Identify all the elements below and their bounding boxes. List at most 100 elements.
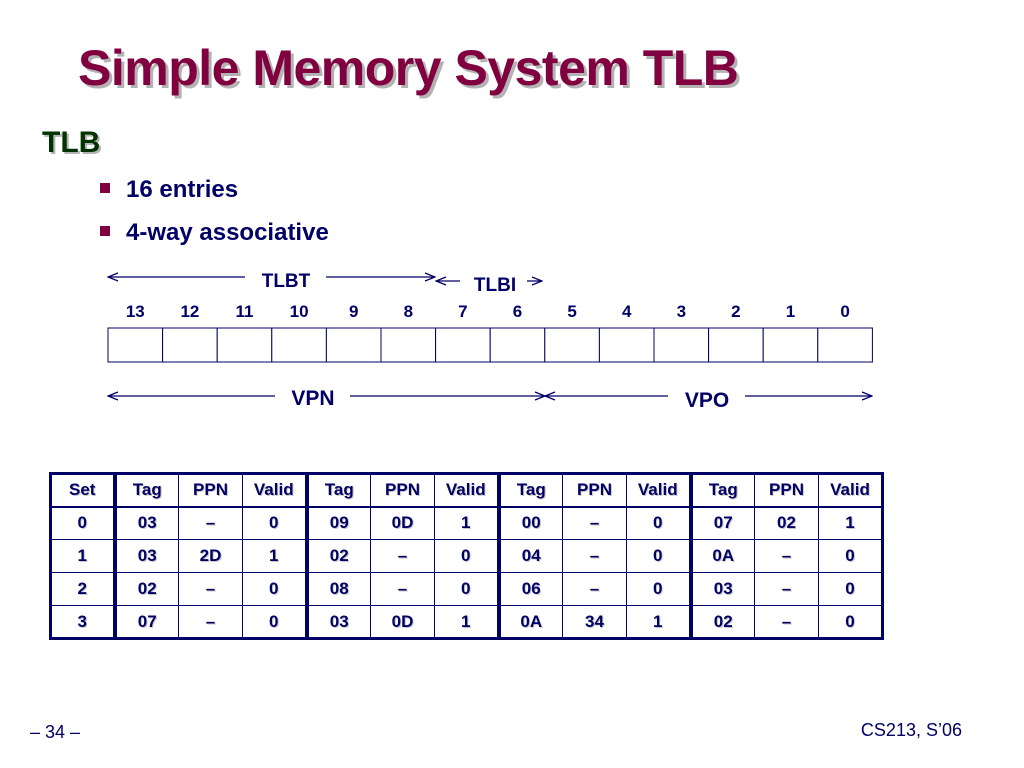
table-cell: 08	[304, 572, 371, 606]
course-label: CS213, S’06	[860, 720, 962, 740]
table-cell: –	[178, 506, 243, 540]
vpn-label: VPN	[291, 387, 334, 410]
bit-cell	[216, 327, 273, 363]
table-cell: 02	[688, 605, 755, 639]
table-header-tag: Tag	[496, 473, 563, 508]
table-cell: 1	[50, 539, 115, 573]
bit-number: 11	[236, 302, 254, 321]
table-cell: –	[754, 572, 819, 606]
table-header-valid: Valid	[242, 473, 307, 508]
bit-cell	[489, 327, 546, 363]
table-cell: 02	[754, 506, 819, 540]
table-cell: 0	[242, 572, 307, 606]
bullet-item: 16 entries	[100, 174, 329, 217]
bit-number: 10	[290, 302, 309, 321]
tlbi-label: TLBI	[474, 275, 516, 296]
bit-number: 13	[126, 302, 145, 321]
table-cell: 0A	[496, 605, 563, 639]
bullet-square-icon	[100, 226, 110, 236]
table-cell: 1	[242, 539, 307, 573]
tlbt-label: TLBT	[262, 271, 311, 292]
table-header-tag: Tag	[688, 473, 755, 508]
table-header-ppn: PPN	[562, 473, 627, 508]
table-cell: 0	[818, 539, 883, 573]
table-cell: 0	[626, 506, 691, 540]
bit-cell	[653, 327, 710, 363]
table-header-valid: Valid	[818, 473, 883, 508]
bit-number: 6	[513, 302, 522, 321]
table-cell: 0	[434, 572, 499, 606]
table-cell: 0	[242, 506, 307, 540]
bit-number: 3	[677, 302, 686, 321]
table-cell: –	[562, 506, 627, 540]
bit-cell	[162, 327, 218, 363]
table-header-valid: Valid	[626, 473, 691, 508]
vpo-label: VPO	[685, 389, 729, 412]
table-cell: 04	[496, 539, 563, 573]
table-cell: 03	[304, 605, 371, 639]
table-cell: 0	[434, 539, 499, 573]
table-cell: –	[178, 605, 243, 639]
bit-cells	[107, 327, 873, 363]
table-cell: 03	[112, 506, 179, 540]
table-cell: 0A	[688, 539, 755, 573]
table-cell: 03	[112, 539, 179, 573]
table-cell: 0	[626, 572, 691, 606]
bit-number: 2	[731, 302, 740, 321]
table-cell: 00	[496, 506, 563, 540]
table-cell: 3	[50, 605, 115, 639]
page-number: – 34 –	[30, 722, 81, 742]
table-header-ppn: PPN	[754, 473, 819, 508]
table-cell: 0	[242, 605, 307, 639]
bullet-list: 16 entries 4-way associative	[100, 174, 329, 260]
table-header-ppn: PPN	[370, 473, 435, 508]
table-cell: 0	[818, 605, 883, 639]
bit-number: 9	[349, 302, 358, 321]
table-cell: 0	[50, 506, 115, 540]
table-cell: 34	[562, 605, 627, 639]
table-header-tag: Tag	[304, 473, 371, 508]
bit-cell	[435, 327, 491, 363]
bit-cell	[271, 327, 327, 363]
table-cell: –	[178, 572, 243, 606]
bit-number: 8	[404, 302, 413, 321]
table-cell: 07	[112, 605, 179, 639]
table-header-tag: Tag	[112, 473, 179, 508]
table-cell: 02	[112, 572, 179, 606]
bit-cell	[380, 327, 437, 363]
table-cell: 2	[50, 572, 115, 606]
table-cell: 09	[304, 506, 371, 540]
bit-number: 0	[840, 302, 849, 321]
table-cell: 03	[688, 572, 755, 606]
table-cell: 0	[626, 539, 691, 573]
bit-number: 1	[786, 302, 795, 321]
table-cell: 07	[688, 506, 755, 540]
bullet-square-icon	[100, 183, 110, 193]
table-cell: 02	[304, 539, 371, 573]
bit-number: 7	[458, 302, 467, 321]
bullet-text: 4-way associative	[126, 219, 329, 246]
table-cell: 0D	[370, 506, 435, 540]
section-heading: TLB	[42, 126, 101, 159]
table-cell: –	[370, 572, 435, 606]
table-header-set: Set	[50, 473, 115, 508]
bit-cell	[708, 327, 764, 363]
table-cell: 1	[434, 605, 499, 639]
bit-cell	[325, 327, 382, 363]
table-cell: –	[562, 572, 627, 606]
bullet-item: 4-way associative	[100, 217, 329, 260]
table-cell: 0D	[370, 605, 435, 639]
bullet-text: 16 entries	[126, 176, 239, 203]
slide-title: Simple Memory System TLB	[78, 40, 739, 96]
table-cell: –	[754, 605, 819, 639]
table-cell: 2D	[178, 539, 243, 573]
bit-cell	[107, 327, 164, 363]
table-cell: –	[370, 539, 435, 573]
